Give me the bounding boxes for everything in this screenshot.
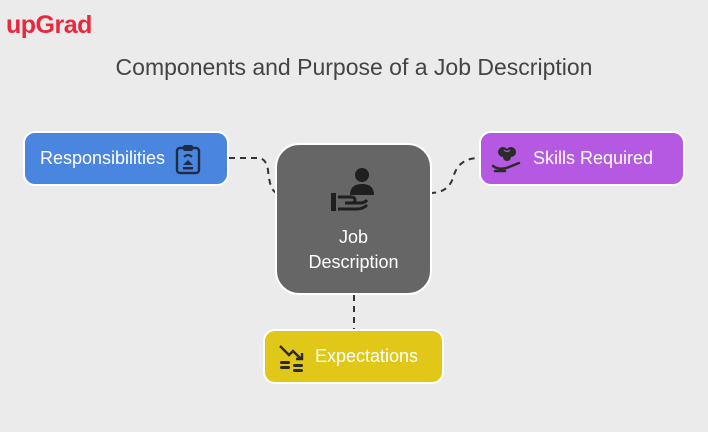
job-description-line2: Description — [308, 252, 399, 272]
expectations-label: Expectations — [315, 346, 419, 366]
responsibilities-label: Responsibilities — [40, 148, 166, 168]
clipboard-icon — [175, 144, 201, 174]
job-description-line1: Job — [338, 227, 368, 247]
skills-required-label: Skills Required — [533, 148, 654, 168]
node-expectations: Expectations — [263, 329, 444, 384]
node-skills-required: Skills Required — [479, 131, 685, 186]
job-description-label: Job Description — [308, 225, 398, 275]
chart-coins-icon — [279, 344, 304, 372]
connector-responsibilities — [229, 157, 279, 194]
diagram-title: Components and Purpose of a Job Descript… — [115, 54, 593, 80]
brain-hand-icon — [491, 146, 521, 172]
node-job-description: Job Description — [275, 143, 432, 295]
connector-skills — [429, 157, 480, 194]
hand-person-icon — [330, 168, 374, 211]
node-responsibilities: Responsibilities — [23, 131, 229, 186]
upgrad-logo: upGrad — [6, 11, 92, 39]
